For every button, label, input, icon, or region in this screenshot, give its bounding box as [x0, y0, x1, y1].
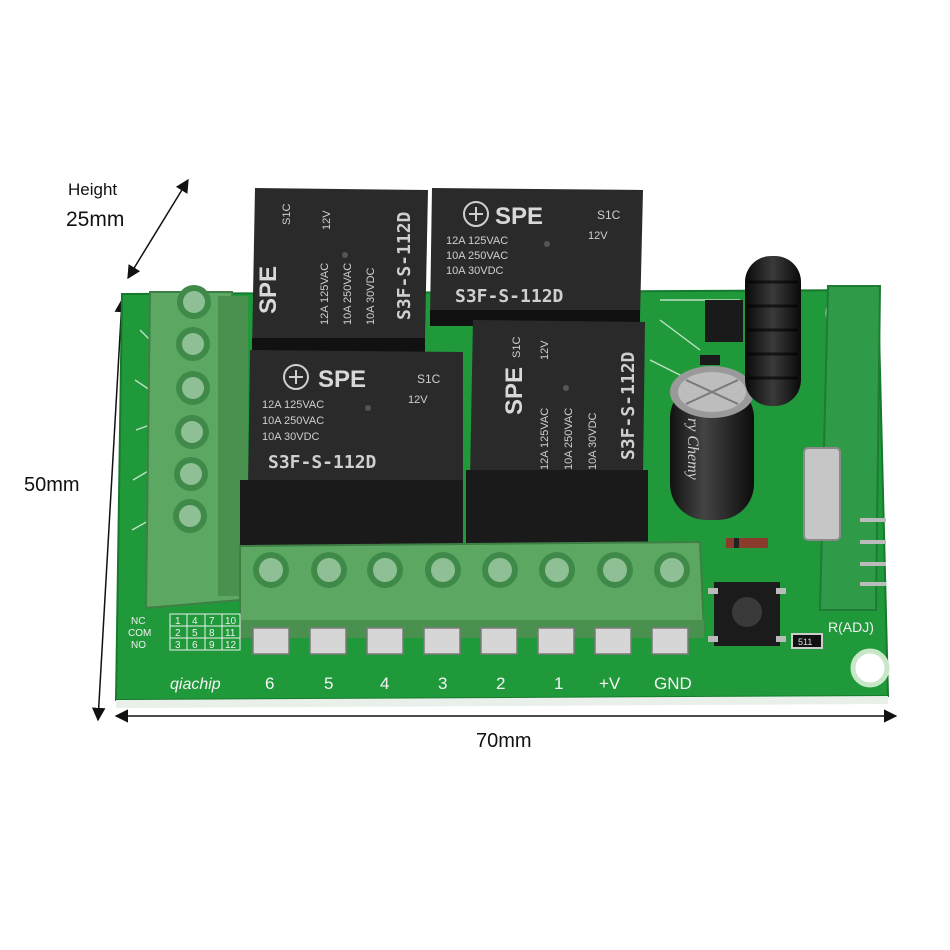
pin-cell: 5 [192, 628, 198, 639]
relay-1-model: S3F-S-112D [394, 211, 415, 320]
pin-table: NC COM NO 1 4 7 10 2 5 8 11 3 6 9 12 [128, 613, 241, 651]
relay-1-rating-2: 10A 250VAC [342, 263, 354, 325]
terminal-block-bottom [239, 540, 706, 640]
terminal-label-5: 5 [324, 674, 333, 693]
relay-3-brand: SPE [318, 366, 366, 393]
relay-2-brand: SPE [495, 203, 543, 230]
ic-chip [705, 300, 743, 342]
adj-label: R(ADJ) [828, 619, 874, 635]
terminal-block-left [144, 291, 248, 610]
pin-cell: 8 [209, 628, 215, 639]
relay-4-model: S3F-S-112D [618, 351, 639, 460]
height-arrow [127, 178, 189, 280]
height-value: 25mm [66, 208, 125, 231]
relay-3-coil: 12V [408, 394, 428, 406]
relay-1-code: S1C [281, 204, 293, 225]
brand-label: qiachip [170, 676, 221, 693]
terminal-screws-left [173, 285, 211, 533]
smd-resistor: 511 [791, 633, 823, 649]
relay-3-rating-2: 10A 250VAC [262, 415, 324, 427]
terminal-screws-bottom [253, 552, 690, 588]
pin-row-label-nc: NC [131, 616, 145, 627]
relay-3-code: S1C [417, 372, 441, 386]
terminal-label-2: 2 [496, 674, 505, 693]
relay-4-rating-2: 10A 250VAC [563, 408, 575, 470]
relay-1-rating-3: 10A 30VDC [365, 267, 377, 325]
relay-3-model: S3F-S-112D [268, 452, 377, 473]
relay-4-code: S1C [511, 337, 523, 358]
rf-receiver-module [803, 285, 886, 611]
relay-2-rating-1: 12A 125VAC [446, 235, 508, 247]
relay-3-logo-icon [283, 364, 309, 390]
pin-cell: 2 [175, 628, 181, 639]
relay-1: SPE S3F-S-112D 12A 125VAC 10A 250VAC 10A… [252, 188, 428, 352]
pin-row-label-com: COM [128, 628, 151, 639]
pin-cell: 6 [192, 640, 198, 651]
antenna-coil [745, 256, 801, 406]
relay-2-rating-2: 10A 250VAC [446, 250, 508, 262]
relay-1-rating-1: 12A 125VAC [319, 263, 331, 325]
pin-cell: 3 [175, 640, 181, 651]
relay-3: SPE S1C 12A 125VAC 10A 250VAC 10A 30VDC … [240, 350, 463, 548]
relay-2-logo-icon [463, 201, 489, 227]
relay-4-rating-1: 12A 125VAC [539, 408, 551, 470]
terminal-label-6: 6 [265, 674, 274, 693]
terminal-label-v: +V [599, 674, 621, 693]
relay-3-rating-1: 12A 125VAC [262, 399, 324, 411]
relay-4: SPE 12A 125VAC 10A 250VAC 10A 30VDC S3F-… [466, 320, 648, 546]
pin-cell: 11 [225, 628, 236, 639]
width-value: 70mm [476, 730, 532, 752]
terminal-clamps [252, 627, 689, 655]
pin-cell: 1 [175, 616, 181, 627]
relay-1-coil: 12V [321, 210, 333, 230]
smd-part [700, 355, 720, 365]
depth-value: 50mm [24, 474, 80, 496]
height-label: Height [68, 180, 118, 199]
relay-4-rating-3: 10A 30VDC [587, 412, 599, 470]
relay-4-brand: SPE [501, 367, 528, 415]
capacitor-label: ry Chemy [684, 418, 701, 481]
pin-cell: 10 [225, 616, 237, 627]
terminal-label-1: 1 [554, 674, 563, 693]
relay-1-brand: SPE [255, 266, 282, 314]
terminal-label-4: 4 [380, 674, 389, 693]
relay-2-coil: 12V [588, 230, 608, 242]
terminal-labels: 6 5 4 3 2 1 +V GND [265, 674, 692, 693]
pin-cell: 12 [225, 640, 237, 651]
depth-arrow [91, 298, 129, 722]
pin-cell: 9 [209, 640, 215, 651]
tactile-button [708, 582, 786, 646]
relay-2-rating-3: 10A 30VDC [446, 265, 504, 277]
resistor-code: 511 [798, 637, 812, 647]
pin-cell: 4 [192, 616, 198, 627]
relay-3-rating-3: 10A 30VDC [262, 431, 320, 443]
relay-2-model: S3F-S-112D [455, 286, 564, 307]
pin-row-label-no: NO [131, 640, 146, 651]
terminal-label-gnd: GND [654, 674, 692, 693]
relay-2: SPE S1C 12A 125VAC 10A 250VAC 10A 30VDC … [430, 188, 643, 326]
relay-4-coil: 12V [539, 340, 551, 360]
terminal-label-3: 3 [438, 674, 447, 693]
pin-cell: 7 [209, 616, 215, 627]
relay-2-code: S1C [597, 208, 621, 222]
electrolytic-capacitor: ry Chemy [670, 366, 754, 520]
diode [726, 538, 768, 548]
crystal-oscillator [803, 447, 841, 541]
pcb-edge [116, 696, 888, 708]
